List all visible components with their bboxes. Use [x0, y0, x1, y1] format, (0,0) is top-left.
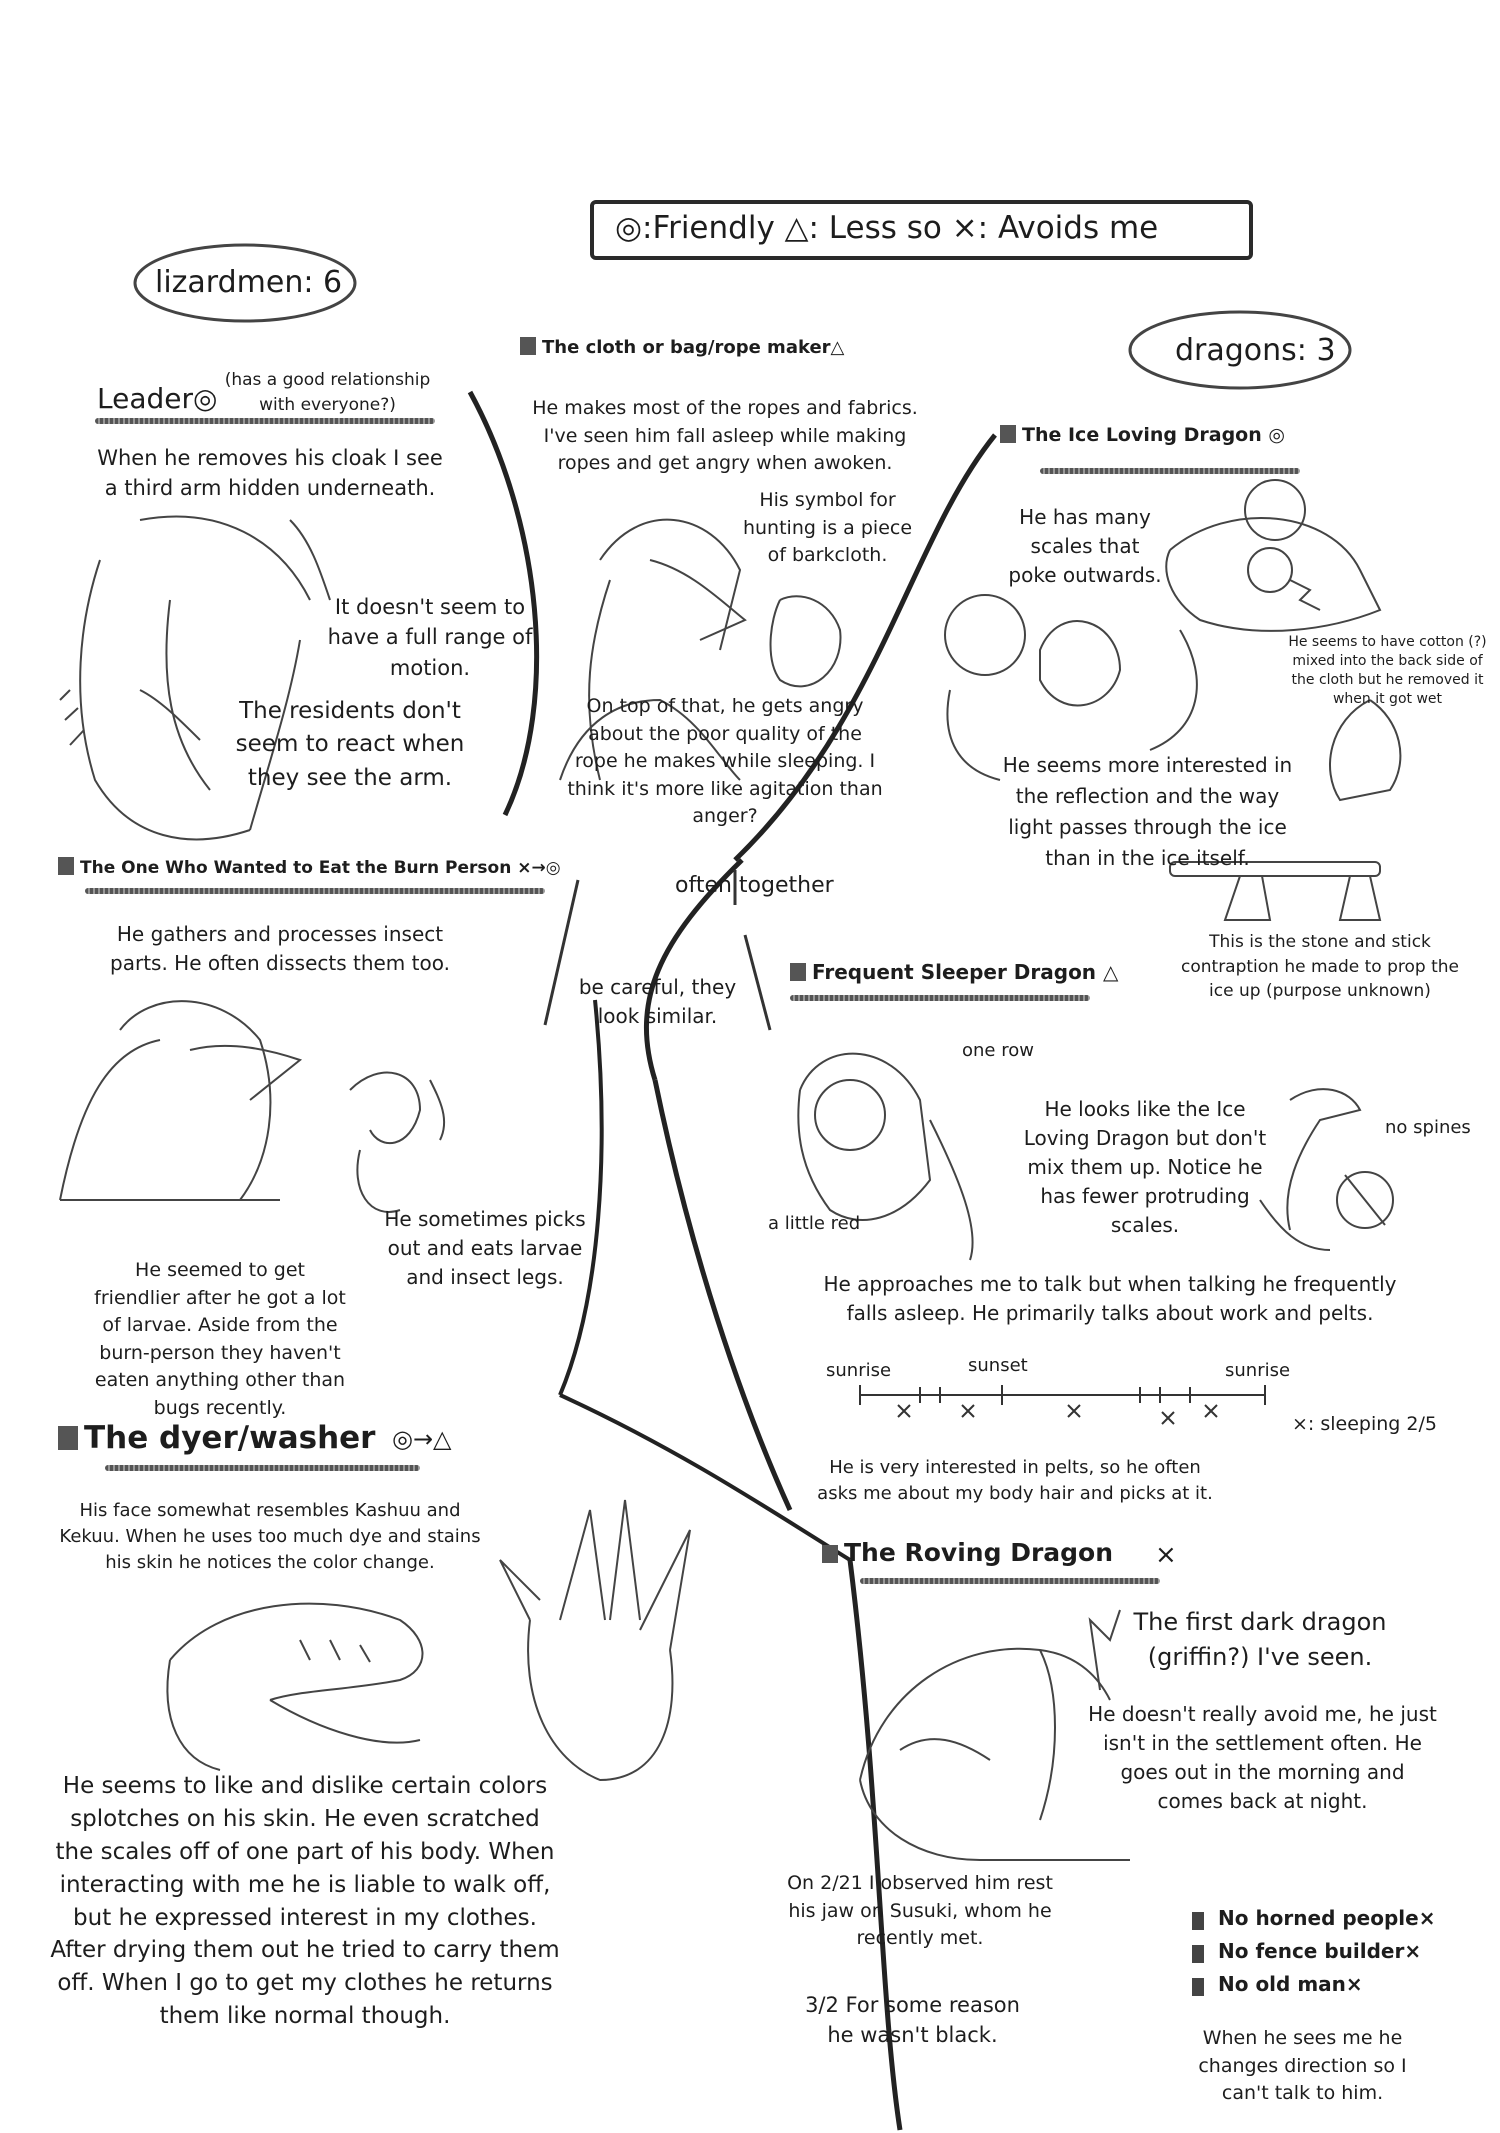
ice-dragon-name: The Ice Loving Dragon ◎ [1000, 424, 1285, 446]
often-together: often together [675, 873, 834, 898]
dyer-colors: He seems to like and dislike certain col… [50, 1773, 560, 2030]
leader-motion-note: It doesn't seem to have a full range of … [327, 595, 533, 680]
sleeper-approaches: He approaches me to talk but when talkin… [823, 1272, 1397, 1325]
others-direction: When he sees me he changes direction so … [1198, 2027, 1407, 2105]
burn-eater-name: The One Who Wanted to Eat the Burn Perso… [58, 857, 561, 878]
leader-sketch [59, 515, 331, 841]
sleeper-no-spines: no spines [1385, 1117, 1471, 1138]
dyer-face: His face somewhat resembles Kashuu and K… [59, 1500, 481, 1574]
dragons-count: dragons: 3 [1175, 333, 1336, 368]
roving-not-black: 3/2 For some reason he wasn't black. [805, 1993, 1020, 2048]
others-item-2: No fence builder× [1218, 1939, 1422, 1963]
dyer-underline [105, 1465, 420, 1471]
bullet-2 [1192, 1945, 1204, 1963]
dyer-name: The dyer/washer [58, 1420, 375, 1456]
roving-dragon-underline [860, 1578, 1160, 1584]
roving-dragon-name: The Roving Dragon [822, 1538, 1113, 1567]
legend-text: ◎:Friendly △: Less so ×: Avoids me [615, 210, 1159, 246]
lizardmen-circle [133, 243, 357, 323]
burn-eater-picks: He sometimes picks out and eats larvae a… [384, 1207, 586, 1289]
rope-maker-symbol: His symbol for hunting is a piece of bar… [742, 489, 913, 567]
marker-square [790, 963, 806, 981]
marker-square [520, 337, 536, 355]
connector-right [743, 934, 772, 1031]
leader-name: Leader◎ [97, 382, 218, 415]
rope-maker-angry: On top of that, he gets angry about the … [567, 695, 883, 828]
branch-left-lower [558, 999, 604, 1396]
dyer-mark: ◎→△ [392, 1425, 452, 1453]
rope-maker-sketch [559, 518, 842, 781]
timeline-sunrise-left: sunrise [826, 1360, 892, 1381]
branch-bottom [847, 1559, 903, 2131]
dyer-name-text: The dyer/washer [84, 1420, 376, 1456]
sleeper-little-red: a little red [768, 1213, 861, 1234]
be-careful-note: be careful, they look similar. [578, 975, 737, 1028]
branch-dyer [559, 1393, 852, 1562]
connector-left [543, 879, 580, 1026]
ice-dragon-contraption: This is the stone and stick contraption … [1181, 932, 1459, 1002]
branch-right-upper [733, 433, 997, 862]
sleep-timeline [859, 1385, 1266, 1405]
sleeper-one-row: one row [962, 1040, 1034, 1061]
sleeper-dragon-sketch [797, 1052, 1394, 1261]
rope-maker-desc: He makes most of the ropes and fabrics. … [532, 397, 918, 475]
others-item-3: No old man× [1218, 1972, 1363, 1996]
leader-underline [95, 418, 435, 424]
roving-avoid: He doesn't really avoid me, he just isn'… [1088, 1702, 1437, 1813]
roving-jaw: On 2/21 I observed him rest his jaw on S… [787, 1872, 1053, 1950]
branch-left-upper [467, 390, 540, 817]
timeline-legend: ×: sleeping 2/5 [1292, 1413, 1437, 1435]
dragons-circle [1128, 310, 1352, 390]
bullet-1 [1192, 1912, 1204, 1930]
sleeper-lookalike: He looks like the Ice Loving Dragon but … [1023, 1097, 1267, 1237]
ice-dragon-scales: He has many scales that poke outwards. [1008, 505, 1162, 587]
roving-dragon-name-text: The Roving Dragon [844, 1538, 1114, 1567]
sleeper-dragon-underline [790, 995, 1090, 1001]
leader-aside: (has a good relationship with everyone?) [224, 370, 431, 415]
marker-square [1000, 425, 1016, 443]
ice-dragon-underline [1040, 468, 1300, 474]
dyer-sketch [166, 1499, 691, 1782]
roving-dragon-sketch [859, 1609, 1130, 1861]
sleep-marks [897, 1404, 1218, 1425]
burn-eater-underline [85, 888, 545, 894]
timeline-sunset: sunset [968, 1355, 1028, 1376]
sleeper-dragon-name: Frequent Sleeper Dragon △ [790, 960, 1118, 984]
bullet-3 [1192, 1978, 1204, 1996]
marker-square [58, 1426, 78, 1450]
sleeper-dragon-name-text: Frequent Sleeper Dragon △ [812, 960, 1119, 984]
ice-dragon-name-text: The Ice Loving Dragon ◎ [1022, 424, 1285, 446]
ice-dragon-interest: He seems more interested in the reflecti… [1002, 753, 1293, 870]
leader-residents-note: The residents don't seem to react when t… [235, 698, 465, 791]
legend-box [590, 200, 1253, 260]
timeline-sunrise-right: sunrise [1225, 1360, 1291, 1381]
marker-square [822, 1545, 838, 1563]
roving-dragon-mark: × [1155, 1540, 1177, 1570]
leader-arm-note: When he removes his cloak I see a third … [97, 446, 443, 501]
marker-square [58, 857, 74, 875]
rope-maker-name-text: The cloth or bag/rope maker△ [542, 337, 845, 358]
lizardmen-count: lizardmen: 6 [155, 265, 343, 300]
burn-eater-friendlier: He seemed to get friendlier after he got… [94, 1259, 346, 1419]
rope-maker-name: The cloth or bag/rope maker△ [520, 337, 844, 358]
branch-right-lower [652, 1079, 793, 1512]
burn-eater-name-text: The One Who Wanted to Eat the Burn Perso… [80, 858, 561, 878]
roving-first-dark: The first dark dragon (griffin?) I've se… [1133, 1608, 1387, 1671]
burn-eater-sketch [59, 1000, 446, 1213]
ice-dragon-cotton: He seems to have cotton (?) mixed into t… [1288, 634, 1487, 707]
burn-eater-desc: He gathers and processes insect parts. H… [110, 922, 450, 975]
ice-dragon-sketch [944, 479, 1402, 921]
others-item-1: No horned people× [1218, 1906, 1436, 1930]
branch-middle [643, 858, 744, 1081]
sleeper-pelts: He is very interested in pelts, so he of… [817, 1457, 1213, 1505]
